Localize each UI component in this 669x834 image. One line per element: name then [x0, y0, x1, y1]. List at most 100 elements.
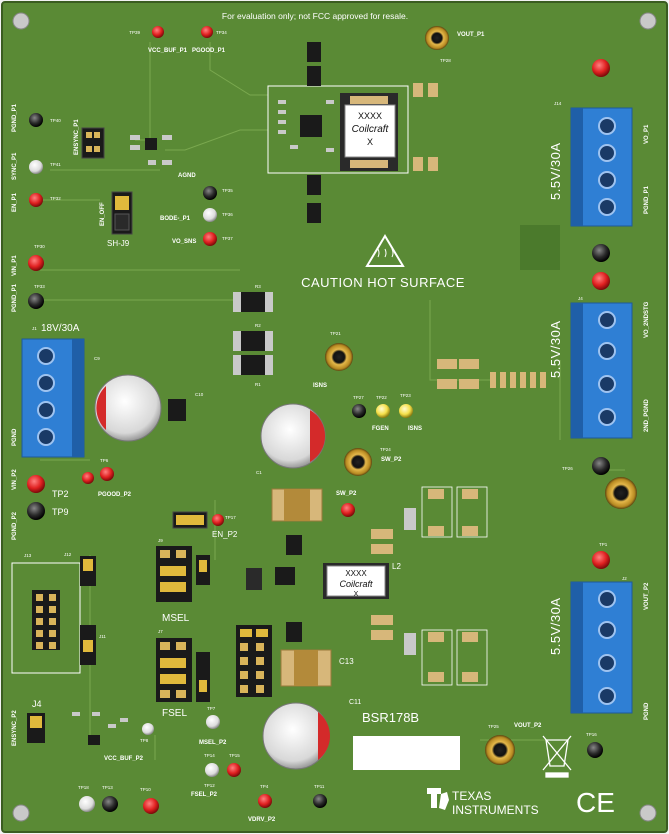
tp36-label: TP36	[222, 212, 233, 217]
vin-p1-label: VIN_P1	[12, 255, 18, 276]
tp40-testpoint[interactable]	[29, 113, 43, 127]
vout-p1-label: VOUT_P1	[457, 32, 485, 38]
serial-label-blank	[353, 736, 460, 770]
j13-header[interactable]	[32, 590, 60, 650]
notice-text: For evaluation only; not FCC approved fo…	[222, 11, 408, 21]
shunt-resistors	[233, 292, 273, 375]
j14-rating: 5.5V/30A	[548, 143, 563, 201]
tp14-testpoint[interactable]	[205, 763, 219, 777]
msel-jumper-block[interactable]	[156, 546, 210, 602]
coilcraft-2-line3: X	[354, 591, 359, 598]
u2-controller	[246, 535, 302, 642]
coilcraft-1-line1: XXXX	[358, 111, 382, 121]
j1-terminal-block[interactable]	[21, 338, 85, 458]
tp12-label: TP12	[204, 783, 215, 788]
tp41-testpoint[interactable]	[29, 160, 43, 174]
tp28-label: TP28	[440, 58, 451, 63]
c13-cap	[280, 649, 332, 687]
mounting-hole-bl	[12, 804, 30, 822]
tp6-label: TP6	[100, 458, 109, 463]
vcc-buf-p2-label: VCC_BUF_P2	[104, 756, 144, 762]
tp34-label: TP34	[216, 30, 227, 35]
right-gold-testpoint[interactable]	[605, 477, 637, 509]
vo-2ndstg-label: VO_2NDSTG	[644, 301, 650, 338]
c10-label: C10	[195, 392, 204, 397]
tp16-label: TP16	[586, 732, 597, 737]
tp4-testpoint[interactable]	[258, 794, 272, 808]
coilcraft-inductor-2	[323, 563, 389, 599]
c1-electrolytic-cap	[260, 403, 326, 469]
bottom-smd-group	[72, 712, 128, 745]
tp1-testpoint[interactable]	[592, 551, 610, 569]
tp33-testpoint[interactable]	[28, 293, 44, 309]
c5-output-caps	[271, 488, 323, 522]
j3-header[interactable]	[236, 625, 272, 697]
tp6b-testpoint[interactable]	[341, 503, 355, 517]
j4-rating: 5.5V/30A	[548, 321, 563, 379]
pgood-p2-testpoint[interactable]	[82, 472, 94, 484]
sync-p1-label: SYNC_P1	[12, 152, 18, 180]
mounting-hole-br	[639, 804, 657, 822]
pgood-p2-label: PGOOD_P2	[98, 492, 132, 498]
tp10-testpoint[interactable]	[143, 798, 159, 814]
tp16-testpoint[interactable]	[587, 742, 603, 758]
j14-terminal-block[interactable]	[570, 107, 633, 227]
j15-header[interactable]	[81, 127, 105, 159]
tp35-testpoint[interactable]	[203, 186, 217, 200]
tp11-testpoint[interactable]	[313, 794, 327, 808]
tp24-testpoint[interactable]	[344, 448, 372, 476]
j4-terminal-block[interactable]	[570, 302, 633, 439]
red-testpoint-right[interactable]	[592, 272, 610, 290]
tp8-testpoint[interactable]	[142, 723, 154, 735]
j12-jumper[interactable]	[80, 556, 96, 586]
tp30-testpoint[interactable]	[28, 255, 44, 271]
tp7-testpoint[interactable]	[206, 715, 220, 729]
j2-terminal-block[interactable]	[570, 581, 633, 714]
tp15-testpoint[interactable]	[227, 763, 241, 777]
tp36-testpoint[interactable]	[203, 208, 217, 222]
ensync-p1-label: ENSYNC_P1	[74, 119, 80, 155]
tp22-testpoint[interactable]	[376, 404, 390, 418]
ti-logo-icon	[427, 788, 449, 810]
tp33-label: TP33	[34, 284, 45, 289]
tp39-testpoint[interactable]	[152, 26, 164, 38]
j4-small-header[interactable]	[27, 713, 45, 743]
caution-text: CAUTION HOT SURFACE	[301, 275, 465, 290]
vin-p2-testpoint[interactable]	[27, 475, 45, 493]
mounting-hole-tl	[12, 12, 30, 30]
vout-p2-bottom-testpoint[interactable]	[485, 735, 515, 765]
c9-label: C9	[94, 356, 100, 361]
tp21-testpoint[interactable]	[325, 343, 353, 371]
tp25-label: TP25	[488, 724, 499, 729]
tp32-testpoint[interactable]	[29, 193, 43, 207]
tp27-testpoint[interactable]	[352, 404, 366, 418]
top-right-testpoint[interactable]	[592, 59, 610, 77]
j11-jumper[interactable]	[80, 625, 96, 665]
tp23-testpoint[interactable]	[399, 404, 413, 418]
sh-j9-label: SH-J9	[107, 239, 130, 248]
fgen-label: FGEN	[372, 426, 389, 432]
tp18-testpoint[interactable]	[79, 796, 95, 812]
tp26-testpoint[interactable]	[592, 457, 610, 475]
tp17-testpoint[interactable]	[212, 514, 224, 526]
tp34-testpoint[interactable]	[201, 26, 213, 38]
pgood-p1-label: PGOOD_P1	[192, 48, 226, 54]
isns-right-label: ISNS	[408, 426, 422, 432]
tp4-label: TP4	[260, 784, 269, 789]
en-off-label: EN_OFF	[100, 202, 106, 226]
ti-line1: TEXAS	[452, 789, 491, 803]
tp13-label: TP13	[102, 785, 113, 790]
tp13-testpoint[interactable]	[102, 796, 118, 812]
black-testpoint-right[interactable]	[592, 244, 610, 262]
fsel-jumper-block[interactable]	[156, 638, 210, 702]
tp6-testpoint[interactable]	[100, 467, 114, 481]
tp37-testpoint[interactable]	[203, 232, 217, 246]
vout-p1-testpoint[interactable]	[425, 26, 449, 50]
coilcraft-2-line2: Coilcraft	[339, 579, 373, 589]
j14-ref: J14	[554, 101, 562, 106]
en-p2-jumper[interactable]	[172, 511, 208, 529]
ensync-p2-label: ENSYNC_P2	[12, 710, 18, 746]
j16-jumper[interactable]	[111, 191, 133, 235]
tp9-testpoint[interactable]	[27, 502, 45, 520]
